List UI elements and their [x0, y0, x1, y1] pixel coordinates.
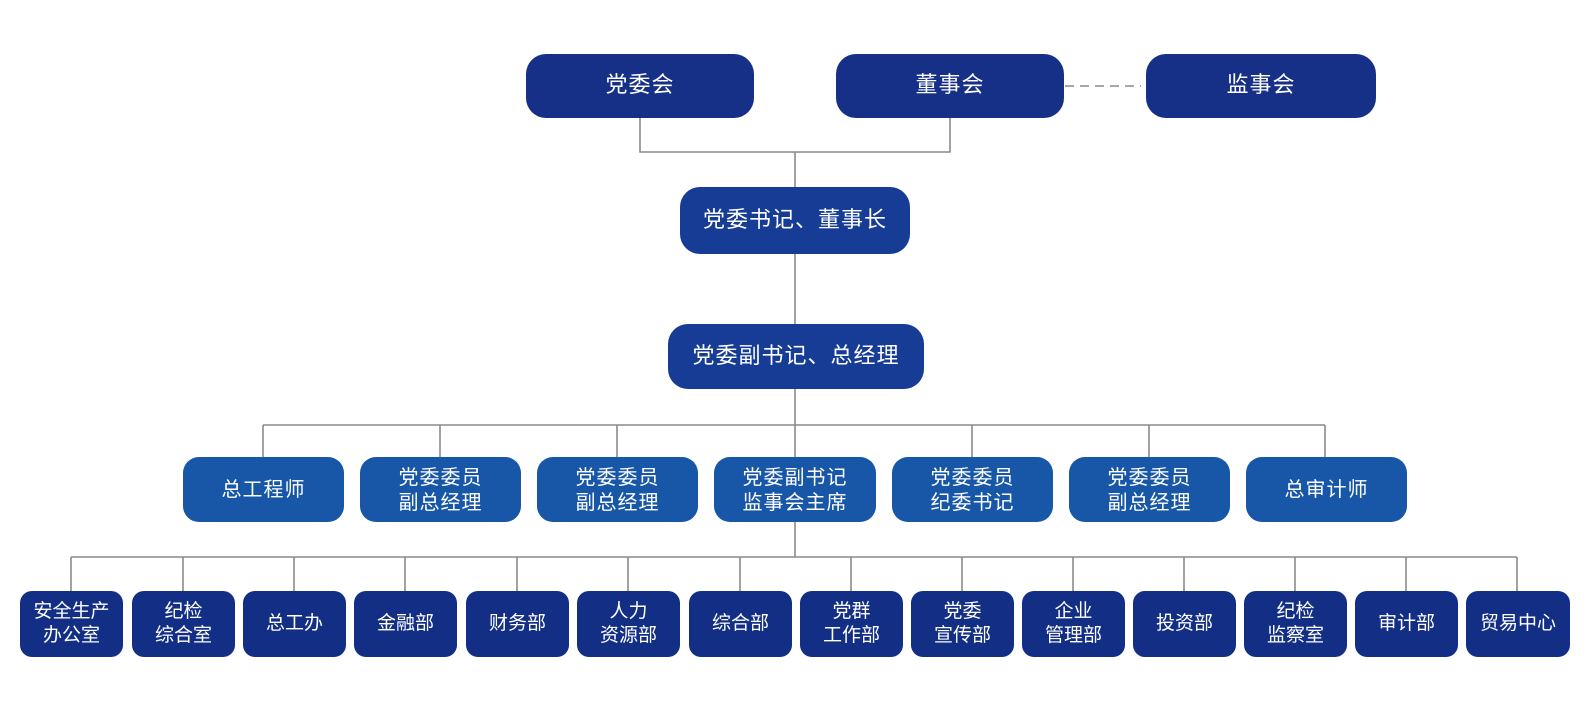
party-committee-label: 党委会 — [605, 73, 675, 99]
chairman-label: 党委书记、董事长 — [702, 207, 887, 233]
dept-13-line-1: 审计部 — [1377, 612, 1435, 635]
board-label: 董事会 — [915, 73, 985, 99]
exec-box-4: 党委副书记 监事会主席 — [714, 457, 876, 522]
dept-box-4: 金融部 — [354, 591, 457, 657]
dept-11-line-1: 投资部 — [1155, 612, 1213, 635]
exec-4-line-2: 监事会主席 — [742, 489, 848, 514]
supervisory-board-box: 监事会 — [1146, 54, 1376, 118]
general-manager-box: 党委副书记、总经理 — [668, 324, 924, 389]
dept-3-line-1: 总工办 — [265, 612, 323, 635]
dept-9-line-2: 宣传部 — [933, 624, 991, 646]
exec-1-line-1: 总工程师 — [221, 477, 306, 501]
exec-6-line-2: 副总经理 — [1107, 489, 1192, 514]
dept-box-12: 纪检 监察室 — [1244, 591, 1347, 657]
dept-box-7: 综合部 — [689, 591, 792, 657]
dept-box-6: 人力 资源部 — [577, 591, 680, 657]
dept-box-13: 审计部 — [1355, 591, 1458, 657]
dept-4-line-1: 金融部 — [376, 612, 434, 635]
dept-2-line-1: 纪检 — [164, 600, 203, 623]
exec-box-3: 党委委员 副总经理 — [537, 457, 698, 522]
dept-6-line-1: 人力 — [609, 600, 648, 623]
exec-box-2: 党委委员 副总经理 — [360, 457, 521, 522]
dept-box-10: 企业 管理部 — [1022, 591, 1125, 657]
exec-6-line-1: 党委委员 — [1107, 464, 1192, 489]
exec-7-line-1: 总审计师 — [1284, 477, 1369, 501]
exec-5-line-1: 党委委员 — [930, 464, 1015, 489]
dept-5-line-1: 财务部 — [488, 612, 546, 635]
exec-5-line-2: 纪委书记 — [930, 489, 1015, 514]
dept-2-line-2: 综合室 — [154, 624, 212, 646]
dept-box-3: 总工办 — [243, 591, 346, 657]
dept-1-line-1: 安全生产 — [33, 600, 110, 623]
exec-box-6: 党委委员 副总经理 — [1069, 457, 1230, 522]
exec-4-line-1: 党委副书记 — [742, 464, 848, 489]
exec-box-1: 总工程师 — [183, 457, 344, 522]
board-box: 董事会 — [836, 54, 1064, 118]
exec-2-line-1: 党委委员 — [398, 464, 483, 489]
exec-box-7: 总审计师 — [1246, 457, 1407, 522]
dept-box-14: 贸易中心 — [1466, 591, 1570, 657]
dept-box-9: 党委 宣传部 — [911, 591, 1014, 657]
chairman-box: 党委书记、董事长 — [680, 187, 910, 254]
dept-12-line-2: 监察室 — [1266, 624, 1324, 646]
dept-box-1: 安全生产 办公室 — [20, 591, 123, 657]
supervisory-board-label: 监事会 — [1226, 73, 1296, 99]
exec-2-line-2: 副总经理 — [398, 489, 483, 514]
dept-box-11: 投资部 — [1133, 591, 1236, 657]
dept-10-line-2: 管理部 — [1044, 624, 1102, 646]
dept-6-line-2: 资源部 — [599, 624, 657, 646]
dept-box-5: 财务部 — [466, 591, 569, 657]
dept-14-line-1: 贸易中心 — [1479, 612, 1556, 635]
general-manager-label: 党委副书记、总经理 — [692, 343, 900, 369]
exec-3-line-1: 党委委员 — [575, 464, 660, 489]
dept-8-line-1: 党群 — [832, 600, 871, 623]
party-committee-box: 党委会 — [526, 54, 754, 118]
dept-7-line-1: 综合部 — [711, 612, 769, 635]
connector-party-board — [639, 117, 951, 153]
dept-12-line-1: 纪检 — [1276, 600, 1315, 623]
dept-box-8: 党群 工作部 — [800, 591, 903, 657]
dept-10-line-1: 企业 — [1054, 600, 1093, 623]
dept-box-2: 纪检 综合室 — [132, 591, 235, 657]
exec-3-line-2: 副总经理 — [575, 489, 660, 514]
dept-8-line-2: 工作部 — [822, 624, 880, 646]
dept-1-line-2: 办公室 — [42, 624, 100, 646]
exec-box-5: 党委委员 纪委书记 — [892, 457, 1053, 522]
dept-9-line-1: 党委 — [943, 600, 982, 623]
